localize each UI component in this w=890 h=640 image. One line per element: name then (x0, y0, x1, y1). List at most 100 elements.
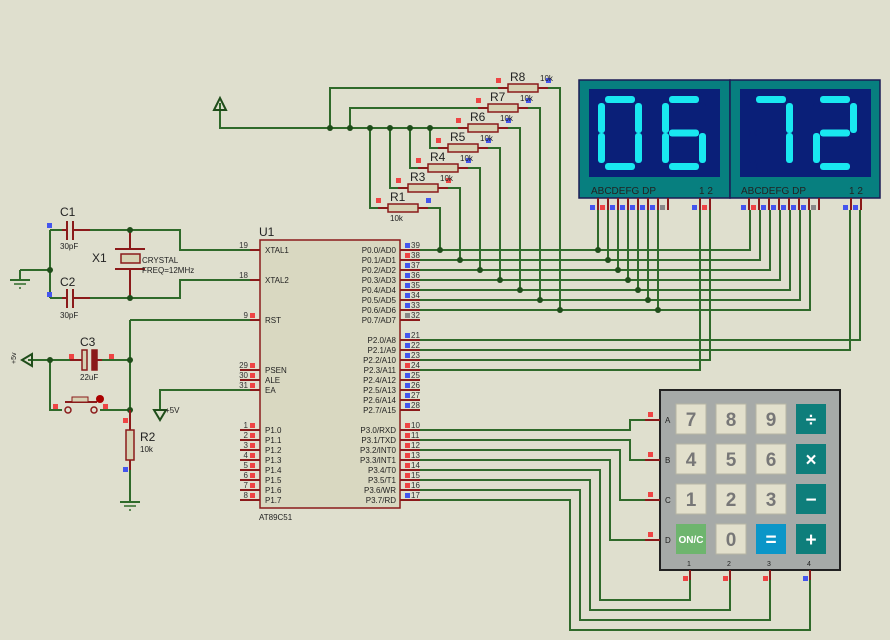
keypad-col-label: 3 (767, 561, 771, 568)
pin-name: P3.7/RD (366, 496, 396, 505)
key-+[interactable]: + (796, 524, 826, 554)
pin-name: P1.7 (265, 496, 282, 505)
mcu-pin-7[interactable]: 7P1.6 (240, 481, 282, 495)
segment-g (605, 129, 635, 137)
pin-number: 39 (411, 241, 420, 250)
segment-d (756, 163, 786, 170)
pin-name: P1.5 (265, 476, 282, 485)
key-label: 2 (726, 490, 737, 511)
key-3[interactable]: 3 (755, 483, 787, 515)
pin-number: 31 (239, 381, 248, 390)
mcu-pin-6[interactable]: 6P1.5 (240, 471, 282, 485)
key-9[interactable]: 9 (755, 403, 787, 435)
vcc-label: +5v (11, 352, 18, 364)
pin-number: 14 (411, 461, 420, 470)
mcu-pin-2[interactable]: 2P1.1 (240, 431, 282, 445)
key-÷[interactable]: ÷ (796, 404, 826, 434)
key-6[interactable]: 6 (755, 443, 787, 475)
pin-name: P3.1/TXD (361, 436, 396, 445)
mcu-pin-3[interactable]: 3P1.2 (240, 441, 282, 455)
segment-a (756, 96, 786, 103)
key-label: 1 (686, 490, 697, 511)
key-7[interactable]: 7 (675, 403, 707, 435)
ground-icon (120, 501, 140, 511)
mcu-pin-4[interactable]: 4P1.3 (240, 451, 282, 465)
key-label: + (805, 530, 816, 551)
pin-number: 28 (411, 401, 420, 410)
key-label: 4 (686, 450, 697, 471)
key-=[interactable]: = (756, 524, 786, 554)
key-5[interactable]: 5 (715, 443, 747, 475)
key-−[interactable]: − (796, 484, 826, 514)
mcu-pin-1[interactable]: 1P1.0 (240, 421, 282, 435)
mcu-ref: U1 (259, 225, 275, 239)
pin-number: 35 (411, 281, 420, 290)
segment-b (850, 103, 857, 133)
key-label: 8 (726, 410, 737, 431)
pin-name: P1.6 (265, 486, 282, 495)
pin-number: 9 (244, 311, 249, 320)
reset-button[interactable] (53, 395, 108, 414)
keypad-wires (420, 412, 811, 631)
pin-name: ALE (265, 376, 280, 385)
key-×[interactable]: × (796, 444, 826, 474)
key-1[interactable]: 1 (675, 483, 707, 515)
pin-number: 7 (244, 481, 249, 490)
display-1[interactable]: ABCDEFG DP 1 2 (578, 79, 731, 199)
keypad-row-label: C (665, 496, 671, 505)
pin-number: 4 (244, 451, 249, 460)
mcu-pin-5[interactable]: 5P1.4 (240, 461, 282, 475)
key-on-c[interactable]: ON/C (676, 524, 706, 554)
key-0[interactable]: 0 (715, 523, 747, 555)
display-2[interactable]: ABCDEFG DP 1 2 (729, 79, 881, 199)
pin-number: 6 (244, 471, 249, 480)
mcu-at89c51[interactable]: U1 AT89C51 19XTAL118XTAL29RST29PSEN30ALE… (239, 225, 420, 522)
pin-number: 19 (239, 241, 248, 250)
segment-c (635, 133, 642, 163)
segment-b (699, 103, 706, 133)
mcu-pin-8[interactable]: 8P1.7 (240, 491, 282, 505)
key-8[interactable]: 8 (715, 403, 747, 435)
key-2[interactable]: 2 (715, 483, 747, 515)
key-label: 5 (726, 450, 737, 471)
segment-d (605, 163, 635, 170)
key-4[interactable]: 4 (675, 443, 707, 475)
pin-name: P2.6/A14 (363, 396, 396, 405)
display-bus-wires (420, 87, 861, 371)
